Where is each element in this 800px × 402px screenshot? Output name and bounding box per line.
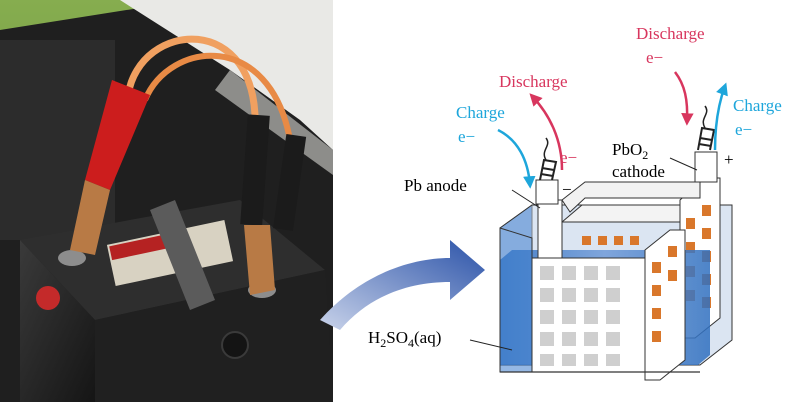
cathode-terminal — [694, 151, 718, 183]
red-clamp-handle — [85, 80, 150, 190]
label-discharge-left-electron: e− — [560, 148, 578, 167]
label-pb-anode: Pb anode — [404, 176, 467, 195]
anode-strap-top — [561, 181, 701, 213]
label-pbo2: PbO2 — [612, 140, 649, 162]
battery-case — [20, 240, 95, 402]
label-discharge-left: Discharge — [499, 72, 568, 91]
pointing-arrow — [320, 240, 485, 330]
middle-plate — [560, 204, 681, 223]
label-charge-left-electron: e− — [458, 127, 476, 146]
anode-terminal — [535, 179, 559, 205]
label-discharge-right: Discharge — [636, 24, 705, 43]
pbo2-leader — [669, 157, 698, 171]
cathode-plate-front — [644, 229, 686, 381]
h2so4-leader — [469, 339, 513, 351]
label-charge-right-electron: e− — [735, 120, 753, 139]
label-cathode: cathode — [612, 162, 665, 181]
battery-vent — [221, 331, 249, 359]
negative-terminal-post — [58, 250, 86, 266]
anode-grid — [540, 266, 620, 366]
red-clamp-jaw — [70, 180, 110, 255]
anode-wire — [543, 137, 549, 161]
battery-photo — [0, 0, 333, 402]
discharge-arrow-left — [529, 93, 564, 171]
car-fender — [120, 0, 333, 150]
label-minus-terminal: − — [562, 180, 572, 199]
label-h2so4: H2SO4(aq) — [368, 328, 442, 350]
battery-cap — [36, 286, 60, 310]
anode-strap — [537, 199, 563, 259]
charge-arrow-left — [497, 128, 536, 189]
anode-clip — [539, 158, 558, 181]
cathode-clip — [697, 126, 716, 151]
label-plus-terminal: + — [724, 150, 734, 169]
black-clamp-2 — [273, 134, 307, 231]
cathode-wire — [702, 105, 708, 129]
charge-arrow-right — [713, 82, 728, 151]
label-charge-left: Charge — [456, 103, 505, 122]
discharge-arrow-right — [674, 71, 694, 126]
cathode-squares-front — [652, 246, 677, 342]
container-left-wall — [499, 204, 533, 373]
battery-front — [95, 270, 333, 402]
black-clamp-jaw — [244, 225, 275, 295]
label-charge-right: Charge — [733, 96, 782, 115]
orange-cable-1 — [124, 35, 259, 131]
cathode-squares-middle — [582, 236, 639, 245]
orange-cable-2 — [142, 52, 293, 141]
pb-anode-leader — [511, 189, 541, 209]
lead-acid-cell-diagram — [320, 71, 733, 381]
battery-label-red — [109, 233, 171, 261]
label-discharge-right-electron: e− — [646, 48, 664, 67]
black-clamp-1 — [240, 114, 270, 226]
hold-down-bar — [150, 200, 215, 310]
